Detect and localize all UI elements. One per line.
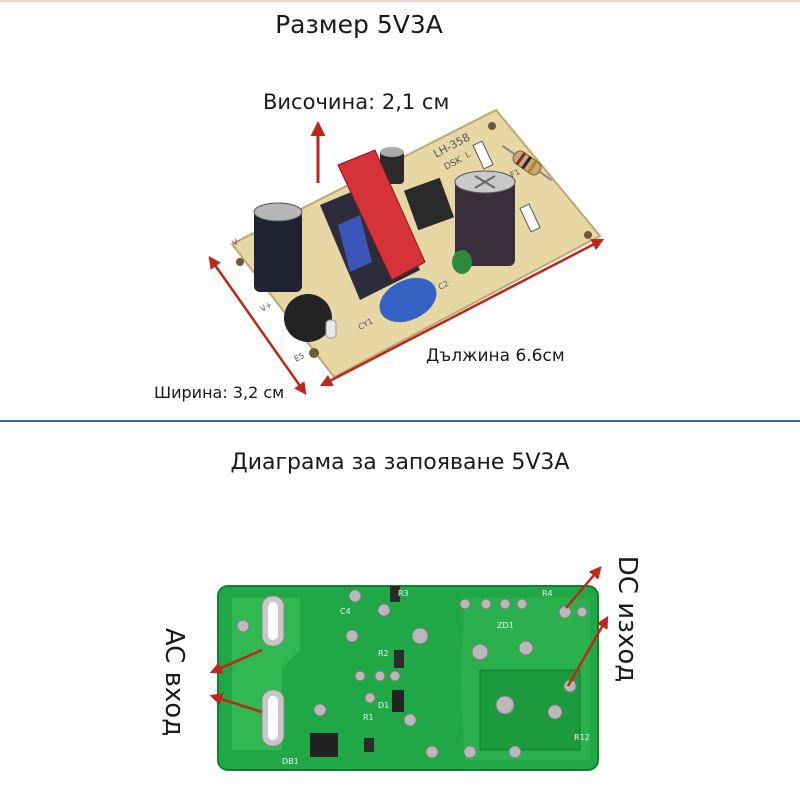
dc-arrow-bottom bbox=[566, 615, 609, 687]
silk-d1: D1 bbox=[378, 701, 389, 710]
silk-r4: R4 bbox=[542, 589, 553, 598]
silk-e5: E5 bbox=[293, 351, 306, 364]
dc-output-label: DC изход bbox=[612, 555, 642, 683]
silk-r12: R12 bbox=[574, 733, 590, 742]
silk-l: L bbox=[464, 149, 473, 159]
dc-arrow-top bbox=[565, 566, 602, 609]
length-width-arrow bbox=[208, 255, 307, 396]
resistor-component bbox=[501, 144, 553, 182]
ac-input-label: AC вход bbox=[159, 627, 189, 737]
ac-arrow-bottom bbox=[209, 693, 263, 714]
size-title: Размер 5V3A bbox=[275, 10, 443, 39]
height-label: Височина: 2,1 см bbox=[263, 90, 450, 114]
silk-f1: F1 bbox=[509, 167, 522, 180]
silk-vplus: V+ bbox=[259, 300, 274, 314]
length-label: Дължина 6.6см bbox=[426, 346, 565, 366]
silk-r3: R3 bbox=[398, 589, 409, 598]
silk-c4: C4 bbox=[340, 607, 351, 616]
silk-r2: R2 bbox=[378, 649, 389, 658]
silk-db1: DB1 bbox=[282, 757, 299, 766]
capacitor-left bbox=[253, 202, 303, 292]
length-arrow bbox=[319, 238, 605, 387]
silk-zd1: ZD1 bbox=[497, 621, 514, 630]
ac-arrow-top bbox=[209, 648, 263, 674]
thermistor-component bbox=[284, 294, 332, 342]
silk-r1: R1 bbox=[363, 713, 374, 722]
bridge-rectifier bbox=[310, 733, 338, 757]
silk-vminus: V- bbox=[231, 236, 242, 248]
width-label: Ширина: 3,2 см bbox=[154, 383, 285, 402]
pcb-bottom-photo: C4 R3 R4 R2 ZD1 D1 R1 DB1 R12 bbox=[217, 585, 599, 771]
section-divider bbox=[0, 420, 800, 422]
top-border-line bbox=[0, 0, 800, 2]
soldering-diagram-title: Диаграма за запояване 5V3A bbox=[230, 450, 570, 475]
ic-chip bbox=[403, 177, 455, 231]
